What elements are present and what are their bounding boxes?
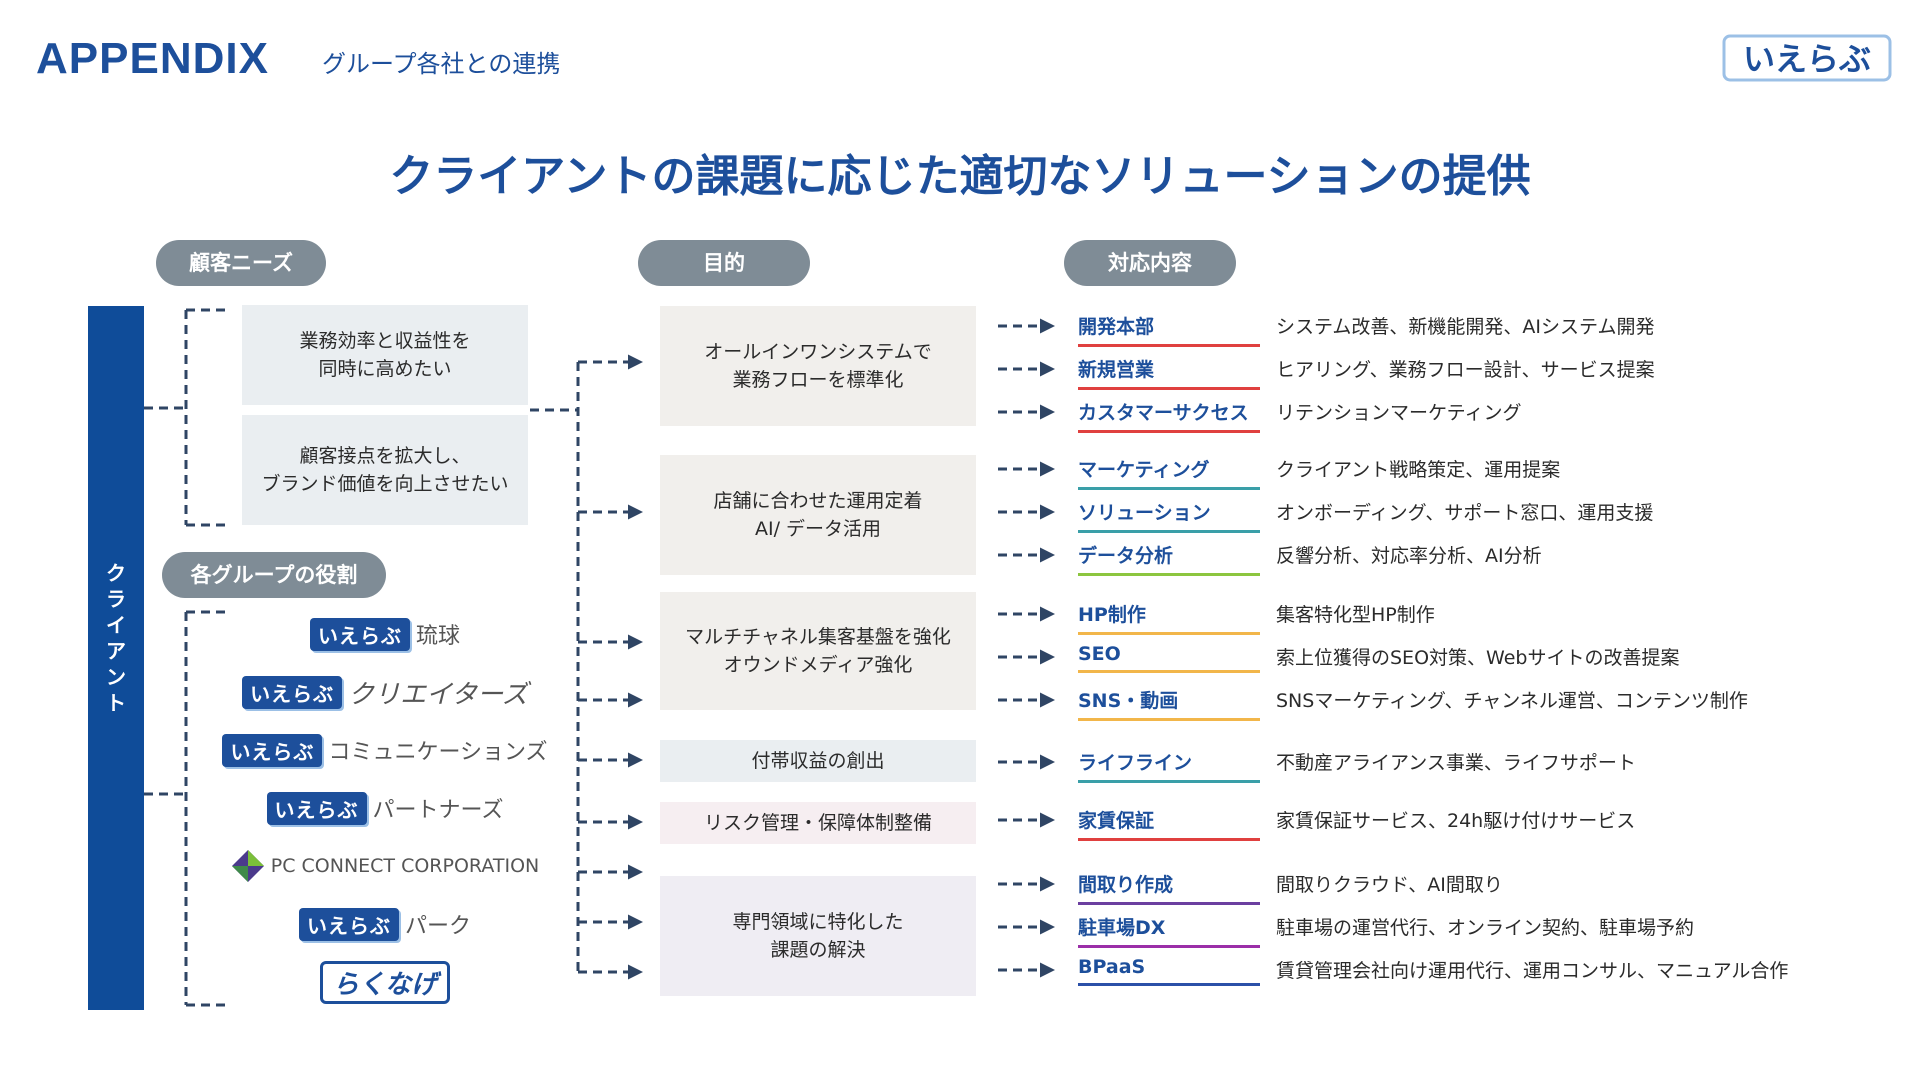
dept-description: リテンションマーケティング: [1276, 402, 1522, 424]
main-title: クライアントの課題に応じた適切なソリューションの提供: [389, 151, 1531, 202]
group-item-communications: いえらぶ コミュニケーションズ: [220, 728, 550, 772]
dept-description: ヒアリング、業務フロー設計、サービス提案: [1276, 359, 1655, 381]
dept-description: クライアント戦略策定、運用提案: [1276, 459, 1561, 481]
dept-label: 駐車場DX: [1078, 913, 1260, 948]
group-name: らくなげ: [319, 960, 450, 1004]
group-item-pc-connect: PC CONNECT CORPORATION: [220, 844, 550, 888]
group-name: クリエイターズ: [348, 679, 528, 710]
dept-label: マーケティング: [1078, 455, 1260, 490]
client-label-char: ア: [106, 639, 126, 663]
purpose-text: 店舗に合わせた運用定着: [713, 490, 923, 512]
client-bar: [88, 306, 144, 1010]
dept-description: 不動産アライアンス事業、ライフサポート: [1276, 752, 1636, 774]
purpose-text: 付帯収益の創出: [751, 750, 885, 772]
group-item-park: いえらぶ パーク: [220, 902, 550, 946]
dept-description: 索上位獲得のSEO対策、Webサイトの改善提案: [1276, 647, 1680, 669]
dept-label: データ分析: [1078, 541, 1260, 576]
purpose-box: マルチチャネル集客基盤を強化オウンドメディア強化: [660, 592, 976, 710]
dept-label: 開発本部: [1078, 312, 1260, 347]
dept-label: HP制作: [1078, 600, 1260, 635]
group-item-ryukyu: いえらぶ 琉球: [220, 612, 550, 656]
group-item-creators: いえらぶ クリエイターズ: [220, 670, 550, 714]
group-list: いえらぶ 琉球 いえらぶ クリエイターズ いえらぶ コミュニケーションズ いえら…: [220, 612, 550, 1004]
dept-label: ライフライン: [1078, 748, 1260, 783]
purpose-text: オウンドメディア強化: [723, 654, 913, 676]
client-label-char: イ: [106, 613, 126, 637]
dept-description: 間取りクラウド、AI間取り: [1276, 874, 1503, 896]
need-box-efficiency: 業務効率と収益性を同時に高めたい: [242, 305, 528, 405]
group-name: 琉球: [415, 624, 460, 649]
dept-label: ソリューション: [1078, 498, 1260, 533]
purpose-box: 付帯収益の創出: [660, 740, 976, 782]
dept-label: SEO: [1078, 643, 1260, 673]
response-pill: 対応内容: [1064, 240, 1236, 286]
client-label-char: ク: [106, 561, 126, 585]
needs-pill: 顧客ニーズ: [156, 240, 326, 286]
pc-connect-icon: [231, 850, 264, 882]
dept-description: 反響分析、対応率分析、AI分析: [1276, 545, 1542, 567]
purpose-text: AI/ データ活用: [754, 518, 882, 540]
group-logo: いえらぶ: [242, 675, 343, 709]
dept-description: 賃貸管理会社向け運用代行、運用コンサル、マニュアル合作: [1276, 960, 1789, 982]
purpose-box: リスク管理・保障体制整備: [660, 802, 976, 844]
dept-description: オンボーディング、サポート窓口、運用支援: [1276, 502, 1654, 524]
dept-description: SNSマーケティング、チャンネル運営、コンテンツ制作: [1276, 690, 1748, 712]
group-name: コミュニケーションズ: [328, 740, 548, 765]
group-logo: いえらぶ: [266, 791, 367, 825]
need-box-brand: 顧客接点を拡大し、ブランド価値を向上させたい: [242, 415, 528, 525]
group-name: パーク: [404, 914, 471, 939]
dept-description: システム改善、新機能開発、AIシステム開発: [1276, 316, 1655, 338]
dept-label: 間取り作成: [1078, 870, 1260, 905]
client-label: クライアント: [88, 560, 144, 716]
need-text: 業務効率と収益性を: [299, 330, 471, 352]
dept-description: 家賃保証サービス、24h駆け付けサービス: [1276, 810, 1636, 832]
purpose-box: 店舗に合わせた運用定着 AI/ データ活用: [660, 455, 976, 575]
group-name: パートナーズ: [372, 798, 504, 823]
dept-label: 新規営業: [1078, 355, 1260, 390]
need-text: 同時に高めたい: [318, 358, 452, 380]
client-label-char: ラ: [106, 587, 126, 611]
purpose-box: 専門領域に特化した課題の解決: [660, 876, 976, 996]
dept-label: カスタマーサクセス: [1078, 398, 1260, 433]
dept-description: 集客特化型HP制作: [1276, 604, 1435, 626]
dept-description: 駐車場の運営代行、オンライン契約、駐車場予約: [1276, 917, 1695, 939]
company-logo: いえらぶ: [1722, 34, 1892, 82]
purpose-text: リスク管理・保障体制整備: [703, 812, 932, 834]
purpose-text: 業務フローを標準化: [732, 369, 904, 391]
group-logo: いえらぶ: [298, 907, 399, 941]
client-label-char: ン: [106, 665, 126, 689]
purpose-box: オールインワンシステムで業務フローを標準化: [660, 306, 976, 426]
purpose-text: 専門領域に特化した: [732, 911, 904, 933]
need-text: 顧客接点を拡大し、: [299, 445, 471, 467]
logo-text: いえらぶ: [1743, 40, 1871, 78]
purpose-text: マルチチャネル集客基盤を強化: [685, 626, 951, 648]
purpose-text: オールインワンシステムで: [704, 341, 932, 363]
purpose-pill: 目的: [638, 240, 810, 286]
client-label-char: ト: [106, 691, 126, 715]
page-subtitle: グループ各社との連携: [322, 50, 561, 78]
dept-label: BPaaS: [1078, 956, 1260, 986]
group-logo: いえらぶ: [222, 733, 323, 767]
purpose-text: 課題の解決: [770, 939, 866, 961]
group-item-rakunage: らくなげ: [220, 960, 550, 1004]
group-item-partners: いえらぶ パートナーズ: [220, 786, 550, 830]
group-logo: いえらぶ: [309, 617, 410, 651]
appendix-heading: APPENDIX: [36, 34, 269, 83]
dept-label: SNS・動画: [1078, 686, 1260, 721]
group-name: PC CONNECT CORPORATION: [270, 855, 540, 877]
need-text: ブランド価値を向上させたい: [261, 473, 509, 495]
dept-label: 家賃保証: [1078, 806, 1260, 841]
roles-pill: 各グループの役割: [162, 552, 386, 598]
